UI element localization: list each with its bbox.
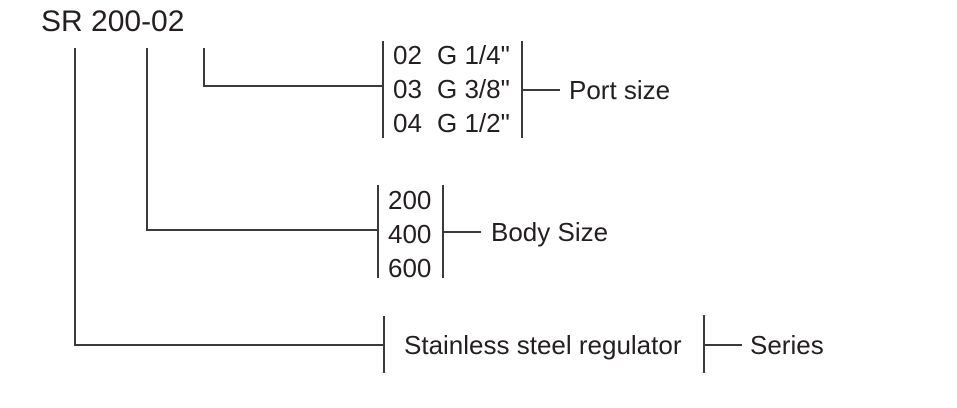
body-size-right-bar [442,185,444,278]
series-right-bar [703,315,705,373]
body-size-label: Body Size [491,217,609,247]
port-size-connector-horizontal-line [203,85,384,87]
port-size-option-code: 03 [393,74,422,104]
port-size-label-tick [523,89,560,91]
body-size-label-tick [444,231,481,233]
port-size-options: 02 G 1/4" 03 G 3/8" 04 G 1/2" [393,38,510,140]
port-size-option-code: 02 [393,40,422,70]
port-size-left-bar [382,41,384,138]
port-size-option-code: 04 [393,108,422,138]
series-label-tick [705,344,742,346]
port-size-option-row: 02 G 1/4" [393,38,510,72]
series-connector-vertical-line [74,48,76,345]
port-size-label: Port size [569,75,671,105]
port-size-option-value: G 3/8" [437,74,510,104]
port-size-right-bar [521,41,523,138]
series-left-bar [383,316,385,373]
body-size-options: 200 400 600 [388,183,431,285]
port-size-option-value: G 1/4" [437,40,510,70]
port-size-option-row: 03 G 3/8" [393,72,510,106]
body-size-left-bar [377,185,379,278]
series-label: Series [750,330,824,360]
port-size-option-row: 04 G 1/2" [393,106,510,140]
body-size-option-row: 400 [388,219,432,249]
port-size-option-value: G 1/2" [437,108,510,138]
body-size-connector-horizontal-line [146,229,379,231]
model-number-title: SR 200-02 [41,5,185,38]
series-connector-horizontal-line [74,344,385,346]
body-size-connector-vertical-line [146,48,148,230]
port-size-connector-vertical-line [203,48,205,86]
body-size-option-row: 200 [388,185,432,215]
body-size-option-row: 600 [388,253,432,283]
series-value: Stainless steel regulator [404,330,682,360]
